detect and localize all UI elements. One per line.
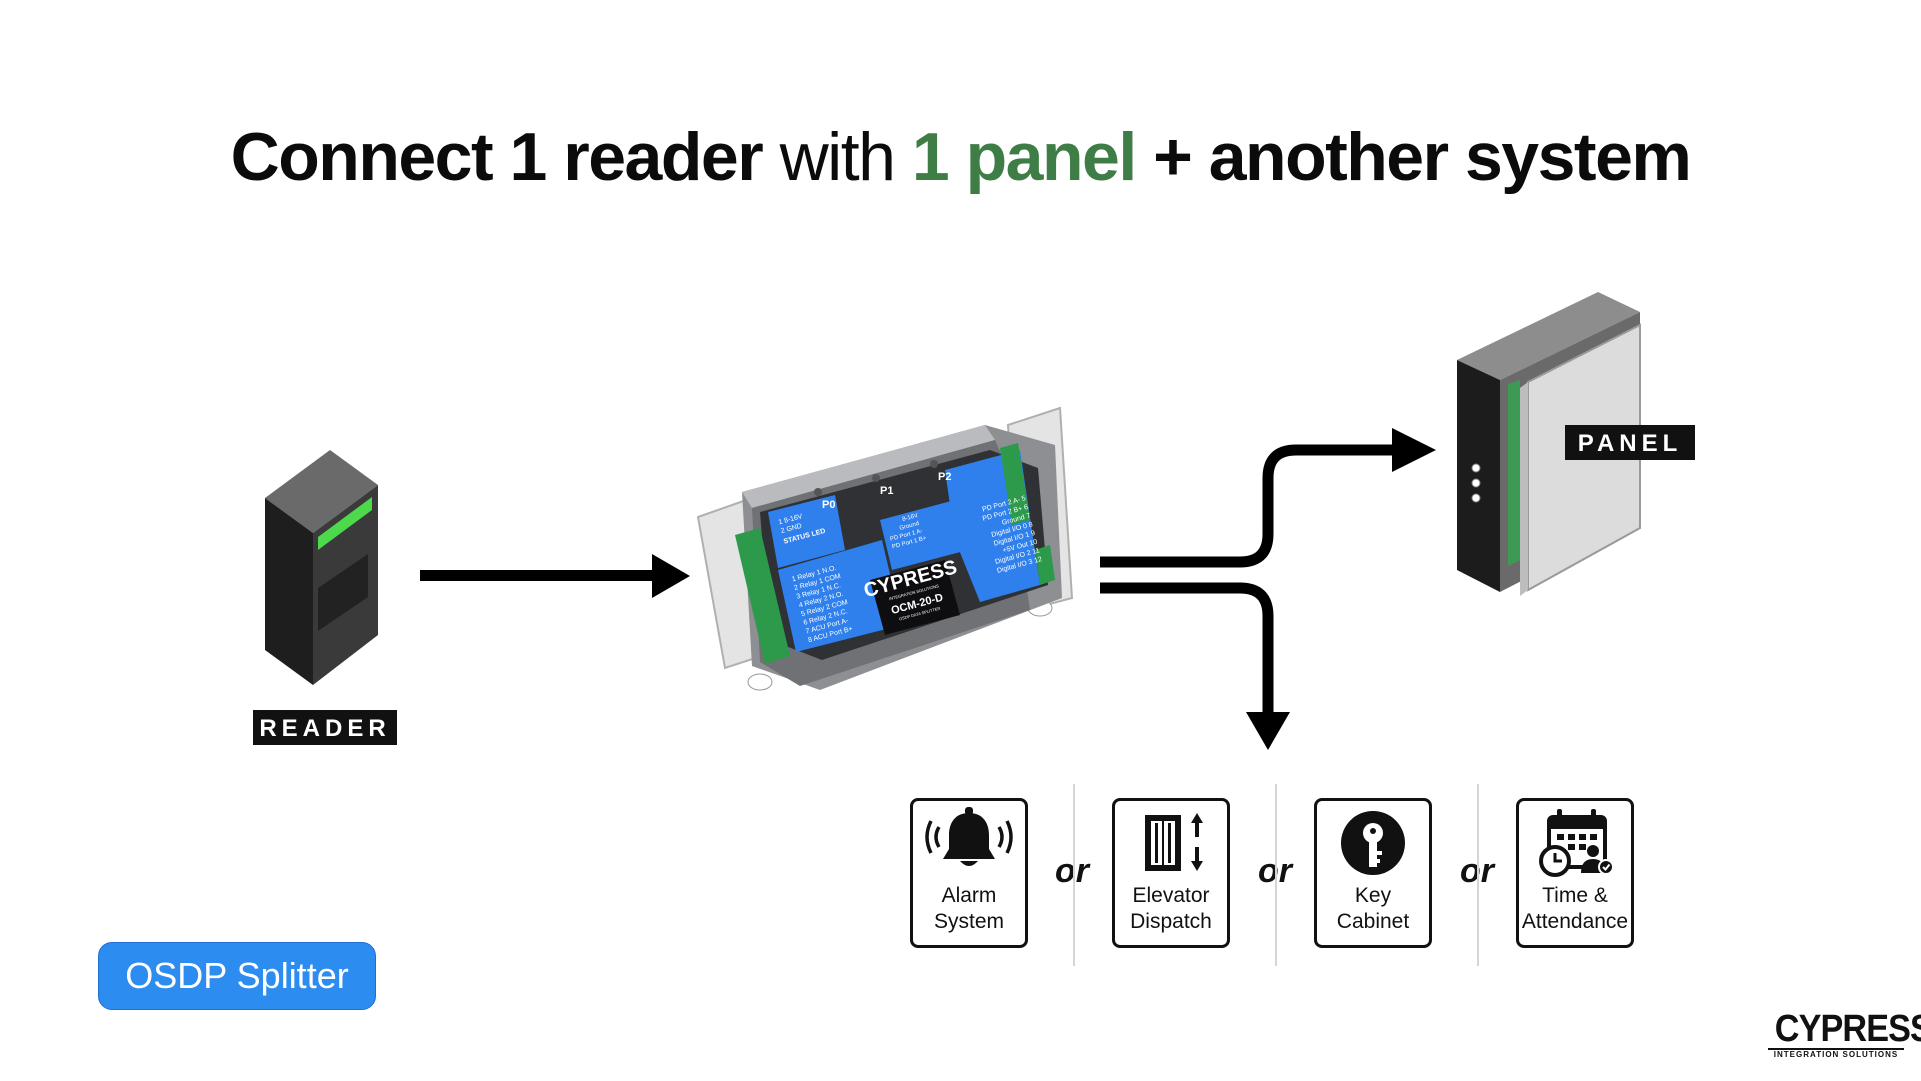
osdp-splitter-device [696,406,1074,691]
or-separator: or [1055,852,1089,890]
arrow-reader-to-splitter [420,554,690,598]
arrow-splitter-to-panel [1100,428,1436,568]
logo-sub: INTEGRATION SOLUTIONS [1768,1048,1904,1059]
option-key-cabinet: Key Cabinet [1314,798,1432,948]
title-part-with: with [762,119,912,195]
logo-name: CYPRESS [1774,1008,1921,1050]
reader-device [265,450,378,685]
option-label: Time & Attendance [1521,884,1629,933]
option-divider [1275,784,1277,966]
port-p1-label: P1 [880,485,893,497]
osdp-splitter-badge: OSDP Splitter [98,942,376,1010]
option-label: Alarm System [933,884,1004,933]
reader-label-bg [253,710,397,745]
panel-label: PANEL [1578,430,1683,457]
title-part-panel: 1 panel [911,119,1137,195]
option-divider [1477,784,1479,966]
elevator-icon [1145,813,1203,871]
port-p2-label: P2 [938,471,951,483]
reader-led-icon [318,497,372,550]
key-icon [1341,811,1405,875]
port-p0-label: P0 [822,499,835,511]
option-divider [1073,784,1075,966]
cypress-logo: CYPRESS INTEGRATION SOLUTIONS [1768,1008,1921,1059]
option-alarm-system: Alarm System [910,798,1028,948]
option-time-attendance: Time & Attendance [1516,798,1634,948]
arrow-splitter-to-other-system [1100,582,1290,750]
option-elevator-dispatch: Elevator Dispatch [1112,798,1230,948]
calendar-clock-icon [1539,809,1614,877]
right-top-label: Ground [899,521,920,532]
panel-label-bg [1565,425,1695,460]
right-top-label: 8-16V [902,513,919,523]
title-part-reader: Connect 1 reader [230,119,764,195]
page-title: Connect 1 reader with 1 panel + another … [0,118,1921,196]
option-label: Elevator Dispatch [1130,884,1212,933]
option-label: Key Cabinet [1336,884,1410,933]
reader-label: READER [259,715,390,742]
title-part-system: + another system [1135,119,1692,195]
alarm-bell-icon [925,807,1013,866]
